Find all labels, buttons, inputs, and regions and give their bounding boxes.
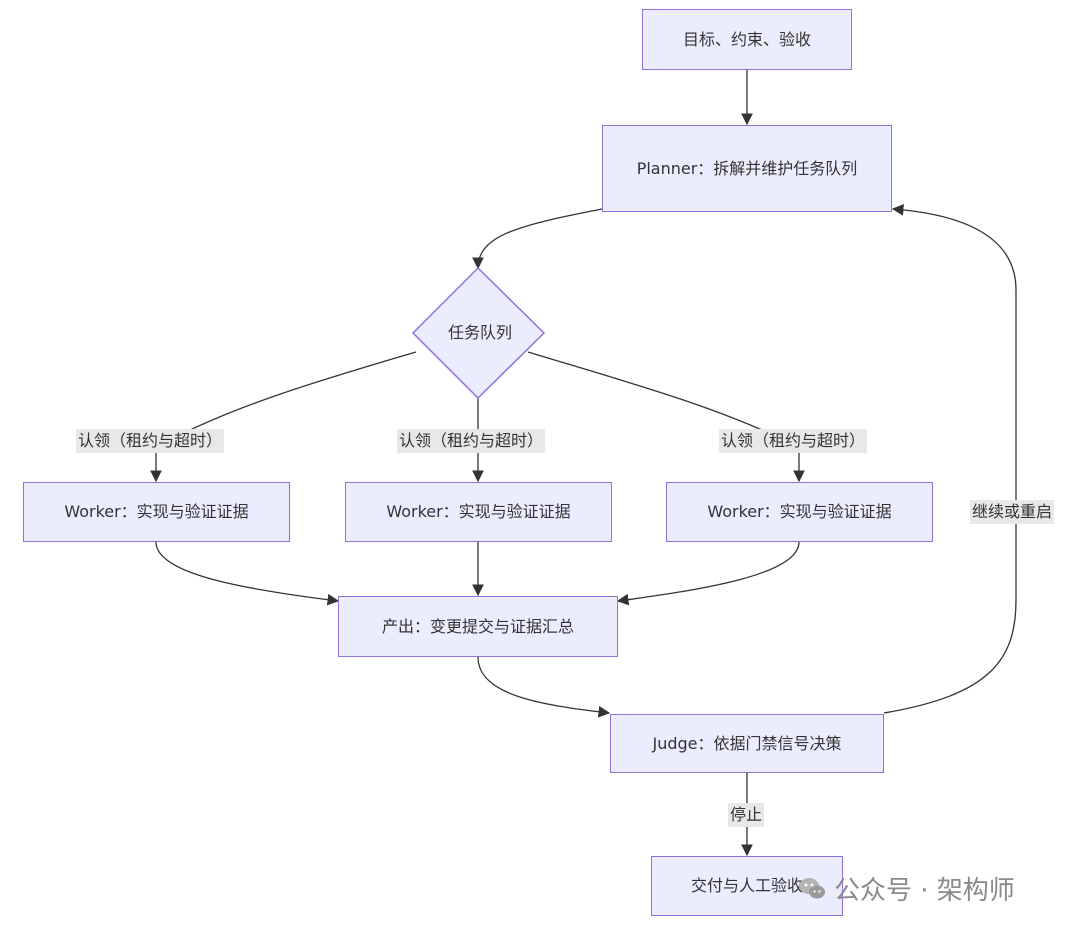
node-task-queue: 任务队列 <box>447 323 512 342</box>
edge-output-to-judge <box>477 656 611 718</box>
node-worker-3: Worker：实现与验证证据 <box>666 482 933 542</box>
decision-diamond-shape <box>411 266 546 400</box>
edge-label-claim-1: 认领（租约与超时） <box>76 429 225 453</box>
watermark: 公众号 · 架构师 <box>796 868 1015 908</box>
edge-label-stop: 停止 <box>728 803 765 827</box>
edge-queue-to-worker-1 <box>150 351 417 483</box>
node-output: 产出：变更提交与证据汇总 <box>338 596 618 657</box>
node-worker-1: Worker：实现与验证证据 <box>23 482 290 542</box>
node-worker-2: Worker：实现与验证证据 <box>345 482 612 542</box>
edge-label-continue: 继续或重启 <box>970 500 1055 524</box>
edge-label-claim-3: 认领（租约与超时） <box>719 429 868 453</box>
edge-queue-to-worker-3 <box>527 351 805 483</box>
edge-planner-to-queue <box>472 208 603 270</box>
wechat-icon <box>799 878 825 899</box>
edge-judge-to-planner <box>883 203 1017 714</box>
node-judge: Judge：依据门禁信号决策 <box>610 714 884 773</box>
watermark-text: 公众号 · 架构师 <box>834 875 1015 906</box>
node-goal: 目标、约束、验收 <box>642 9 852 70</box>
edge-worker-3-to-output <box>616 541 800 606</box>
edge-worker-1-to-output <box>155 541 340 606</box>
node-planner: Planner：拆解并维护任务队列 <box>602 125 892 212</box>
edge-label-claim-2: 认领（租约与超时） <box>397 429 546 453</box>
